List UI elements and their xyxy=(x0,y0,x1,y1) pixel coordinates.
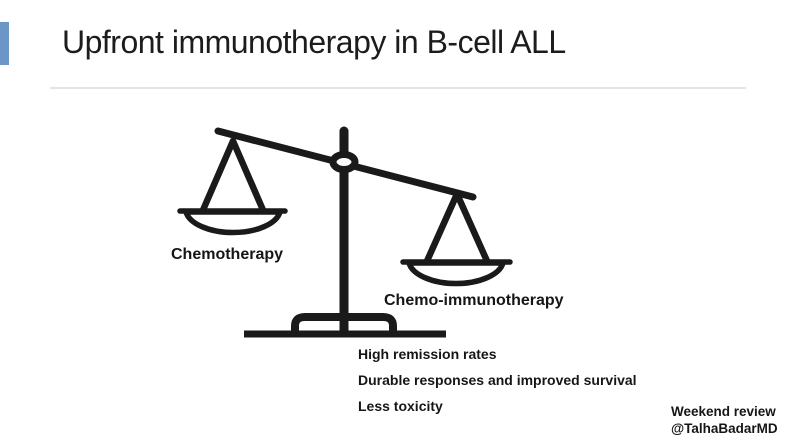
author-credit: Weekend review @TalhaBadarMD xyxy=(671,404,778,436)
page-title: Upfront immunotherapy in B-cell ALL xyxy=(62,24,566,60)
benefit-item: Durable responses and improved survival xyxy=(358,372,637,388)
left-pan-label: Chemotherapy xyxy=(171,246,284,263)
title-divider xyxy=(50,87,746,89)
benefits-list: High remission rates Durable responses a… xyxy=(358,346,637,414)
balance-scale-icon xyxy=(177,126,513,338)
right-pan-label: Chemo-immunotherapy xyxy=(384,292,564,309)
benefit-item: Less toxicity xyxy=(358,398,443,414)
accent-bar xyxy=(0,22,9,65)
credit-review-label: Weekend review xyxy=(671,404,776,419)
benefit-item: High remission rates xyxy=(358,346,497,362)
credit-handle: @TalhaBadarMD xyxy=(671,421,778,436)
